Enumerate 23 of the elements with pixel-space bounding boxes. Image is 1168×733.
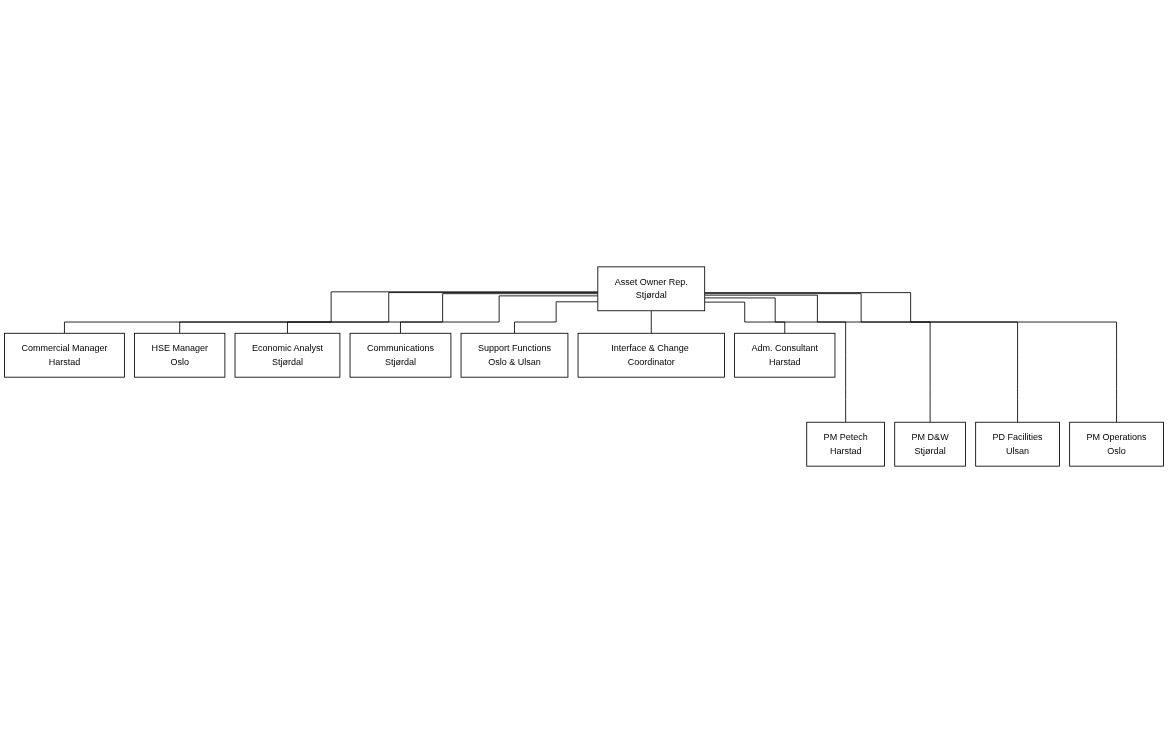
connector bbox=[704, 293, 1018, 423]
node-box: Economic Analyst Stjørdal bbox=[234, 332, 341, 378]
node-box: Asset Owner Rep. Stjørdal bbox=[597, 266, 706, 312]
connector bbox=[400, 295, 599, 334]
connector bbox=[287, 293, 599, 334]
connector bbox=[704, 294, 931, 423]
node-box: Communications Stjørdal bbox=[349, 332, 452, 378]
node-box: PM Operations Oslo bbox=[1069, 421, 1164, 467]
node-box: PM D&W Stjørdal bbox=[894, 421, 966, 467]
node-box: Commercial Manager Harstad bbox=[4, 332, 125, 378]
connector bbox=[64, 291, 599, 334]
connector bbox=[179, 292, 599, 334]
connector bbox=[650, 310, 652, 334]
node-box: Support Functions Oslo & Ulsan bbox=[460, 332, 569, 378]
node-box: PD Facilities Ulsan bbox=[975, 421, 1060, 467]
connector bbox=[704, 297, 847, 423]
node-box: PM Petech Harstad bbox=[806, 421, 885, 467]
connector bbox=[514, 301, 599, 334]
node-box: Interface & Change Coordinator bbox=[577, 332, 725, 378]
connector bbox=[704, 292, 1117, 423]
connector bbox=[704, 301, 786, 334]
node-box: HSE Manager Oslo bbox=[134, 332, 226, 378]
node-box: Adm. Consultant Harstad bbox=[734, 332, 836, 378]
